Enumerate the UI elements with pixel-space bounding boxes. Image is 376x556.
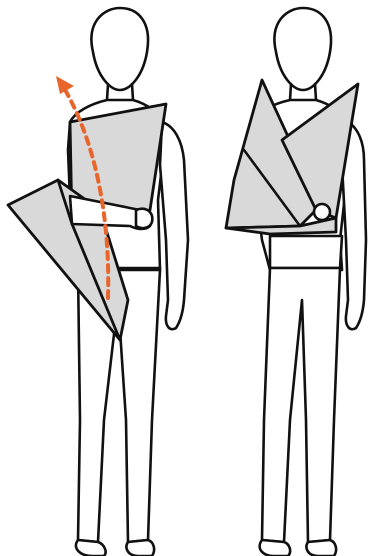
free-arm: [160, 122, 188, 329]
right-foot: [306, 540, 336, 556]
head: [274, 8, 331, 90]
right-foot: [126, 540, 154, 556]
waistband: [270, 236, 342, 268]
figure-left: [8, 8, 188, 556]
legs: [262, 268, 340, 542]
hand: [136, 209, 152, 228]
figure-right: [226, 8, 366, 556]
left-foot: [260, 540, 290, 556]
hand: [314, 204, 330, 220]
left-foot: [76, 540, 106, 556]
head: [91, 8, 148, 90]
